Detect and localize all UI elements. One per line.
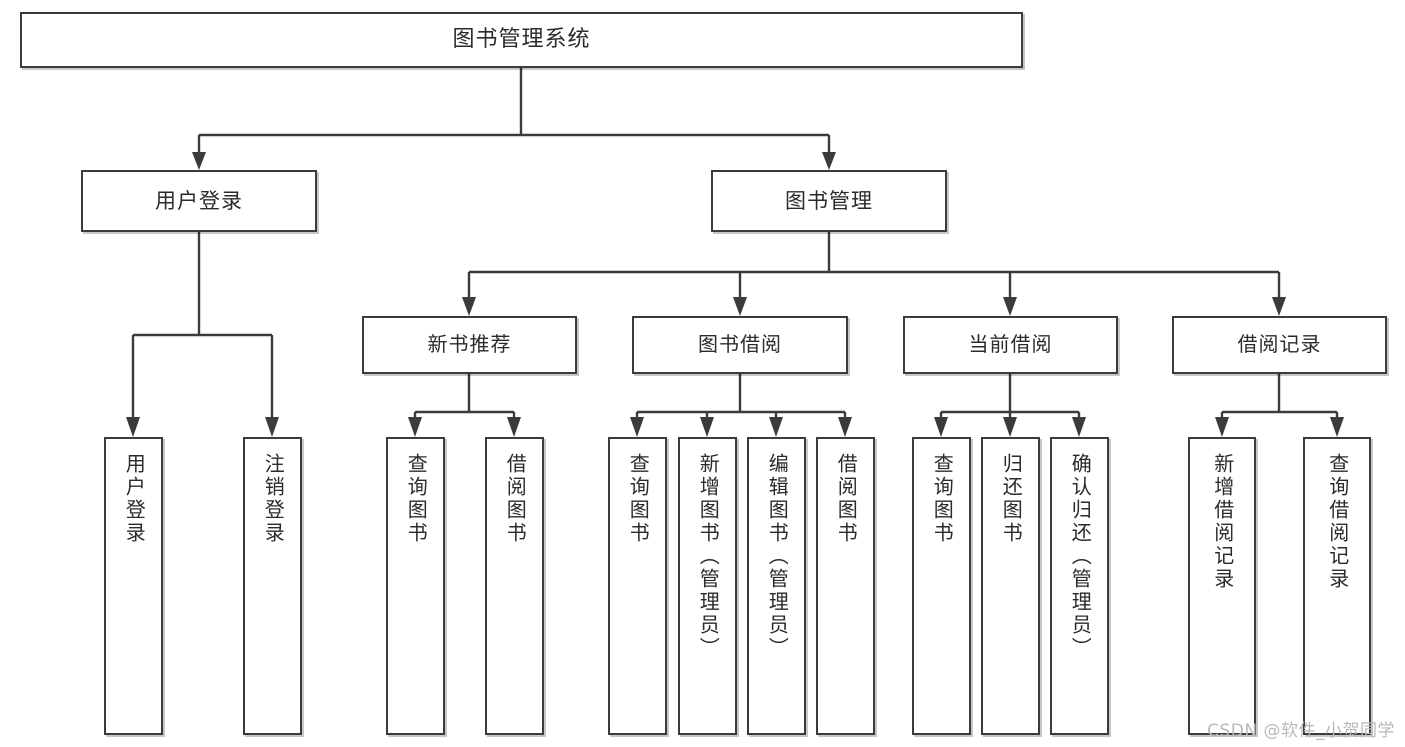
arrowhead-bb-leaf-3: [769, 417, 783, 437]
node-label: 新增图书（管理员）: [696, 453, 721, 660]
arrowhead-bb-leaf-1: [630, 417, 644, 437]
arrowhead-newbook: [462, 297, 476, 316]
arrowhead-br-leaf-1: [1215, 417, 1229, 437]
node-label: 归还图书: [999, 453, 1024, 545]
node-new-book-recommend[interactable]: 新书推荐: [362, 316, 577, 374]
leaf-newbook-query-book[interactable]: 查询图书: [386, 437, 445, 735]
node-user-login[interactable]: 用户登录: [81, 170, 317, 232]
csdn-watermark: CSDN @软件_小贺同学: [1207, 721, 1395, 741]
node-label: 借阅图书: [834, 453, 859, 545]
arrowhead-cb-leaf-3: [1072, 417, 1086, 437]
node-label: 当前借阅: [968, 332, 1053, 357]
leaf-bookborrow-edit-book-admin[interactable]: 编辑图书（管理员）: [747, 437, 806, 735]
leaf-newbook-borrow-book[interactable]: 借阅图书: [485, 437, 544, 735]
node-borrow-record[interactable]: 借阅记录: [1172, 316, 1387, 374]
leaf-bookborrow-add-book-admin[interactable]: 新增图书（管理员）: [678, 437, 737, 735]
arrowhead-leaf-logout: [265, 417, 279, 437]
node-label: 查询图书: [626, 453, 651, 545]
node-label: 图书管理系统: [452, 27, 591, 53]
node-label: 借阅记录: [1237, 332, 1322, 357]
node-current-borrow[interactable]: 当前借阅: [903, 316, 1118, 374]
node-label: 查询图书: [404, 453, 429, 545]
arrowhead-borrowrecord: [1272, 297, 1286, 316]
arrowhead-br-leaf-2: [1330, 417, 1344, 437]
node-label: 图书管理: [785, 188, 873, 213]
arrowhead-book-manage: [822, 152, 836, 170]
arrowhead-cb-leaf-1: [934, 417, 948, 437]
node-label: 图书借阅: [698, 332, 782, 357]
leaf-currentborrow-return-book[interactable]: 归还图书: [981, 437, 1040, 735]
arrowhead-nb-leaf-2: [507, 417, 521, 437]
node-label: 借阅图书: [503, 453, 528, 545]
arrowhead-currentborrow: [1003, 297, 1017, 316]
leaf-logout[interactable]: 注销登录: [243, 437, 302, 735]
node-label: 查询图书: [930, 453, 955, 545]
node-label: 确认归还（管理员）: [1068, 453, 1093, 660]
leaf-user-login[interactable]: 用户登录: [104, 437, 163, 735]
node-label: 查询借阅记录: [1325, 453, 1350, 591]
node-book-borrow[interactable]: 图书借阅: [632, 316, 848, 374]
node-label: 用户登录: [155, 188, 243, 213]
arrowhead-cb-leaf-2: [1003, 417, 1017, 437]
node-label: 用户登录: [122, 453, 147, 545]
node-label: 新增借阅记录: [1210, 453, 1235, 591]
leaf-bookborrow-borrow-book[interactable]: 借阅图书: [816, 437, 875, 735]
leaf-currentborrow-confirm-return-admin[interactable]: 确认归还（管理员）: [1050, 437, 1109, 735]
node-label: 新书推荐: [427, 332, 512, 357]
arrowhead-bookborrow: [733, 297, 747, 316]
leaf-bookborrow-query-book[interactable]: 查询图书: [608, 437, 667, 735]
arrowhead-bb-leaf-2: [700, 417, 714, 437]
arrowhead-user-login: [192, 152, 206, 170]
node-label: 注销登录: [261, 453, 286, 545]
arrowhead-bb-leaf-4: [838, 417, 852, 437]
leaf-borrowrecord-add-record[interactable]: 新增借阅记录: [1188, 437, 1256, 735]
node-book-management[interactable]: 图书管理: [711, 170, 947, 232]
node-label: 编辑图书（管理员）: [765, 453, 790, 660]
node-root-system[interactable]: 图书管理系统: [20, 12, 1023, 68]
arrowhead-nb-leaf-1: [408, 417, 422, 437]
arrowhead-leaf-user-login: [126, 417, 140, 437]
leaf-borrowrecord-query-record[interactable]: 查询借阅记录: [1303, 437, 1371, 735]
leaf-currentborrow-query-book[interactable]: 查询图书: [912, 437, 971, 735]
